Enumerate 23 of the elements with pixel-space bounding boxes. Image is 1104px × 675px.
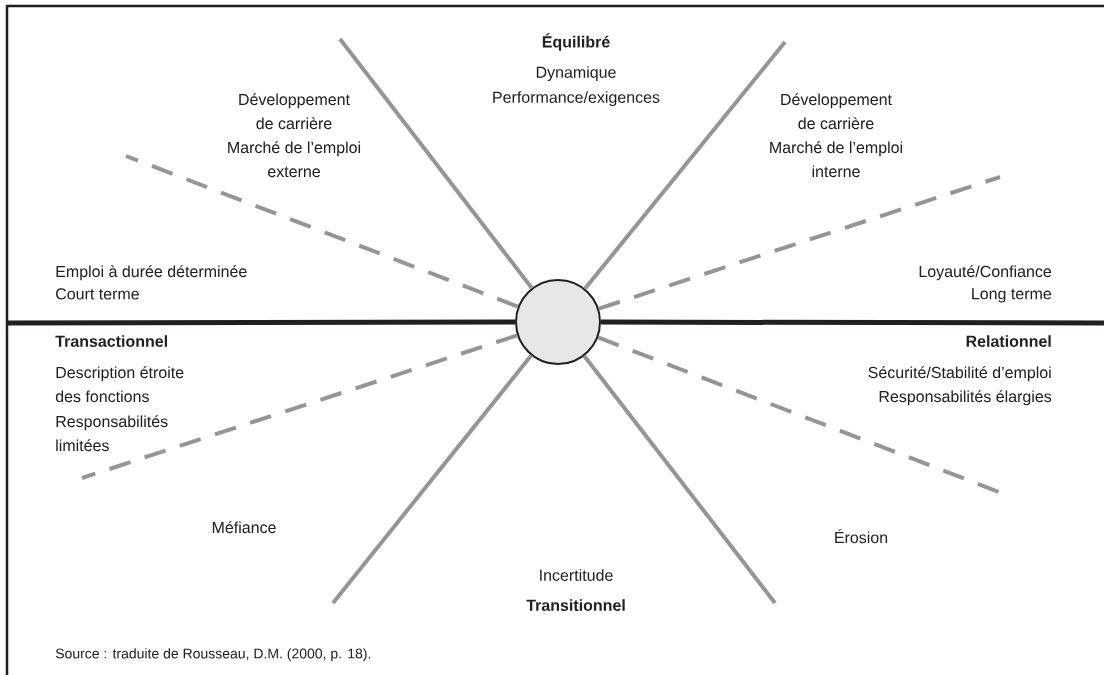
label-text: Marché de l’emploi interne [770,141,902,178]
label-text: Responsabilités limitées [56,415,168,452]
label-text: Description étroite des fonctions [55,366,184,403]
heading: Équilibré [542,33,610,51]
label-text: Érosion [835,529,888,544]
heading: Transitionnel [526,599,625,611]
label-text: Méfiance [212,521,276,534]
label-text: Responsabilités élargies [879,390,1052,406]
center-circle [515,279,601,365]
label-text: Loyauté/Confiance [919,265,1052,281]
label-text: Sécurité/Stabilité d’emploi [868,366,1051,382]
caption: Source : traduite de Rousseau, D.M. (2000, p. 18). [55,648,371,662]
label-text: Court terme [56,288,139,300]
label-text: Incertitude [540,569,613,581]
label-text: Performance/exigences [493,91,660,107]
heading: Transactionnel [55,335,167,347]
label-text: Long terme [972,288,1052,303]
label-text: Marché de l’emploi externe [228,141,361,178]
label-text: Développement de carrière [781,93,892,130]
label-text: Dynamique [536,66,616,82]
label-text: Développement de carrière [239,93,350,130]
label-text: Emploi à durée déterminée [56,265,247,281]
heading: Relationnel [966,335,1051,347]
